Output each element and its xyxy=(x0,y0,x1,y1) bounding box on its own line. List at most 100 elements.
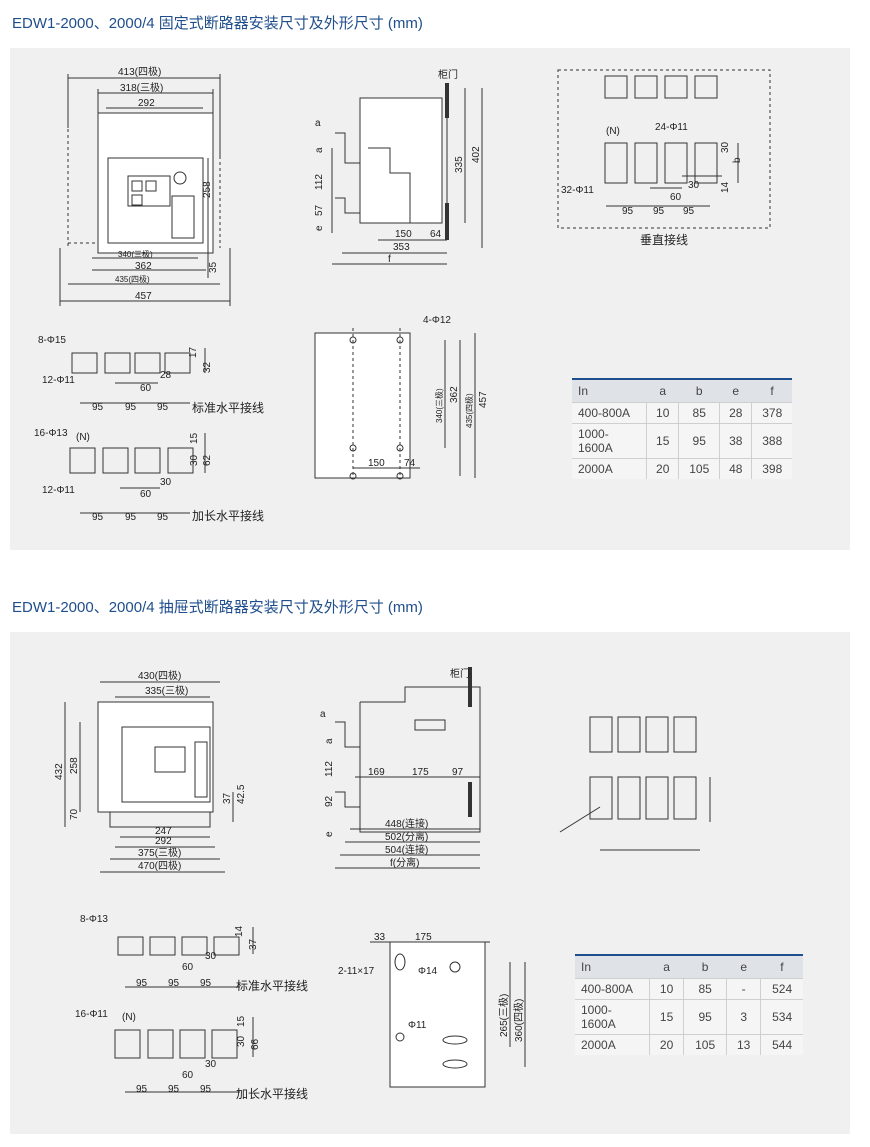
dim-42: 42.5 xyxy=(236,784,247,804)
side-502: 502(分离) xyxy=(385,830,428,843)
dim-35: 35 xyxy=(208,261,219,273)
side-e: e xyxy=(314,225,325,231)
table-cell: 105 xyxy=(683,1034,727,1055)
table-cell: - xyxy=(726,978,761,1000)
side-57: 57 xyxy=(314,204,325,216)
side-150: 150 xyxy=(395,229,412,240)
std-caption-2: 标准水平接线 xyxy=(236,978,308,993)
table-cell: 378 xyxy=(751,402,792,424)
mount-362: 362 xyxy=(449,386,460,403)
std-95a: 95 xyxy=(92,402,104,413)
vert-14: 14 xyxy=(720,181,731,193)
dim-362: 362 xyxy=(135,261,152,272)
dim-70: 70 xyxy=(69,808,80,820)
table-cell: 2000A xyxy=(575,1034,650,1055)
drawout-dim-table: In a b e f 400-800A 10 85 - 524 1000-160… xyxy=(575,954,803,1055)
mounting-plate-drawing-2 xyxy=(370,941,526,1088)
table-header-cell: f xyxy=(760,954,803,979)
dim-413: 413(四极) xyxy=(118,65,161,78)
table-cell: 398 xyxy=(751,458,792,479)
table-header-cell: a xyxy=(649,954,684,979)
mount-175: 175 xyxy=(415,932,432,943)
side-112-2: 112 xyxy=(324,761,335,777)
table-row: 1000-1600A 15 95 38 388 xyxy=(572,423,792,459)
side-64: 64 xyxy=(430,229,442,240)
table-cell: 400-800A xyxy=(575,978,650,1000)
table-cell: 85 xyxy=(678,402,720,424)
ext-60: 60 xyxy=(140,489,152,500)
std-hole12: 12-Φ11 xyxy=(42,375,75,386)
mount-265: 265(三极) xyxy=(497,994,510,1037)
ext-95c: 95 xyxy=(157,512,169,523)
std-horizontal-drawing-2 xyxy=(117,927,254,988)
dim-292b: 292 xyxy=(155,836,172,847)
mount-360: 360(四极) xyxy=(512,999,525,1042)
table-cell: 20 xyxy=(645,458,679,479)
side-e-2: e xyxy=(324,831,335,837)
mount-457: 457 xyxy=(478,391,489,408)
ext-n: (N) xyxy=(76,432,90,443)
ext-30a-2: 30 xyxy=(236,1035,247,1047)
dim-37: 37 xyxy=(222,792,233,804)
ext-30a: 30 xyxy=(189,454,200,466)
std-28: 28 xyxy=(160,370,172,381)
std-37-2: 37 xyxy=(248,938,259,950)
mount-hole14: Φ14 xyxy=(418,966,438,977)
table-cell: 10 xyxy=(645,402,679,424)
side-a2: a xyxy=(314,147,325,153)
side-view-drawing-2 xyxy=(335,667,481,869)
table-row: 400-800A 10 85 - 524 xyxy=(575,978,803,1000)
std-14-2: 14 xyxy=(234,925,245,937)
ext-95a: 95 xyxy=(92,512,104,523)
side-f-2: f(分离) xyxy=(390,856,419,869)
side-448: 448(连接) xyxy=(385,817,428,830)
ext-caption-2: 加长水平接线 xyxy=(236,1086,308,1101)
vert-b: b xyxy=(732,157,743,163)
ext-95b-2: 95 xyxy=(168,1084,180,1095)
drawout-breaker-panel: 430(四极) 335(三极) 432 258 70 37 42.5 247 2… xyxy=(10,632,850,1134)
side-335: 335 xyxy=(454,156,465,173)
ext-caption: 加长水平接线 xyxy=(192,508,264,523)
vert-hole32: 32-Φ11 xyxy=(561,185,594,196)
side-504: 504(连接) xyxy=(385,843,428,856)
ext-15-2: 15 xyxy=(236,1015,247,1027)
table-cell: 534 xyxy=(760,999,803,1035)
table-cell: 20 xyxy=(648,1034,684,1055)
std-95b: 95 xyxy=(125,402,137,413)
table-header-cell: f xyxy=(751,378,792,403)
dim-292: 292 xyxy=(138,98,155,109)
vertical-terminal-drawing-2 xyxy=(559,716,711,851)
table-cell: 10 xyxy=(648,978,684,1000)
std-30-2: 30 xyxy=(205,951,217,962)
table-cell: 28 xyxy=(719,402,752,424)
vert-30a: 30 xyxy=(720,141,731,153)
std-32: 32 xyxy=(202,361,213,373)
side-402: 402 xyxy=(471,146,482,163)
drawout-breaker-labels: 430(四极) 335(三极) 432 258 70 37 42.5 247 2… xyxy=(54,667,525,1101)
vert-60: 60 xyxy=(670,192,682,203)
side-a2-2: a xyxy=(324,738,335,744)
std-60-2: 60 xyxy=(182,962,194,973)
std-95c-2: 95 xyxy=(200,978,212,989)
side-169: 169 xyxy=(368,767,385,778)
section1-title: EDW1-2000、2000/4 固定式断路器安装尺寸及外形尺寸 (mm) xyxy=(12,15,423,32)
vert-30b: 30 xyxy=(688,180,700,191)
ext-15: 15 xyxy=(189,432,200,444)
table-cell: 38 xyxy=(719,423,752,459)
ext-hole16: 16-Φ13 xyxy=(34,428,68,439)
ext-horizontal-drawing-2 xyxy=(114,1017,254,1093)
side-door-label: 柜门 xyxy=(438,68,458,81)
side-112: 112 xyxy=(314,174,325,190)
table-cell: 544 xyxy=(760,1034,803,1055)
front-view-drawing-2 xyxy=(64,681,234,873)
dim-435: 435(四极) xyxy=(115,274,150,284)
vert-95a: 95 xyxy=(622,206,634,217)
ext-30b: 30 xyxy=(160,477,172,488)
mounting-plate-drawing xyxy=(314,328,476,480)
table-row: 2000A 20 105 48 398 xyxy=(572,458,792,479)
table-header-cell: e xyxy=(719,378,752,403)
mount-hole: 4-Φ12 xyxy=(423,315,451,326)
std-horizontal-drawing xyxy=(71,348,206,404)
mount-slot: 2-11×17 xyxy=(338,966,375,977)
table-cell: 15 xyxy=(645,423,679,459)
